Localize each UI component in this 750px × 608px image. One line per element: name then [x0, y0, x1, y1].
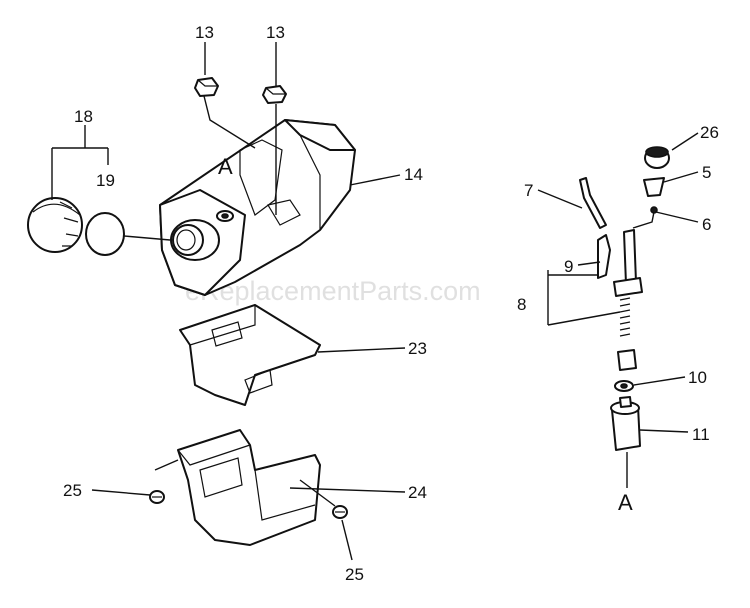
callout-26: 26: [700, 123, 719, 142]
cap-gasket-part[interactable]: [85, 212, 125, 256]
callout-19: 19: [96, 171, 115, 190]
grommet-part-left[interactable]: [194, 77, 219, 97]
callout-25-bottom: 25: [345, 565, 364, 584]
callout-13-right: 13: [266, 23, 285, 42]
screw-part-right[interactable]: [332, 505, 348, 519]
callout-14: 14: [404, 165, 423, 184]
callout-a-filter: A: [618, 490, 633, 515]
fuel-tube-part[interactable]: [579, 177, 607, 229]
lower-cover-part-24[interactable]: [177, 429, 321, 546]
check-valve-part[interactable]: [643, 177, 665, 197]
callout-9: 9: [564, 257, 573, 276]
callout-25-left: 25: [63, 481, 82, 500]
callout-11: 11: [692, 425, 710, 444]
callout-8: 8: [517, 295, 526, 314]
callout-10: 10: [688, 368, 707, 387]
tank-cap-part[interactable]: [27, 197, 83, 253]
fuel-filter-part[interactable]: [610, 396, 641, 451]
callout-5: 5: [702, 163, 711, 182]
callout-24: 24: [408, 483, 427, 502]
vent-cap-part[interactable]: [644, 146, 670, 169]
callout-6: 6: [702, 215, 711, 234]
fuel-tank-part[interactable]: [159, 119, 356, 296]
callout-18: 18: [74, 107, 93, 126]
callout-13-left: 13: [195, 23, 214, 42]
grommet-part-right[interactable]: [262, 85, 287, 104]
washer-part[interactable]: [614, 380, 634, 392]
fuel-pickup-part[interactable]: [597, 229, 643, 371]
callout-7: 7: [524, 181, 533, 200]
callout-23: 23: [408, 339, 427, 358]
lower-cover-part-23[interactable]: [179, 304, 321, 406]
callout-a-tank: A: [218, 154, 233, 179]
screw-part-left[interactable]: [149, 490, 165, 504]
